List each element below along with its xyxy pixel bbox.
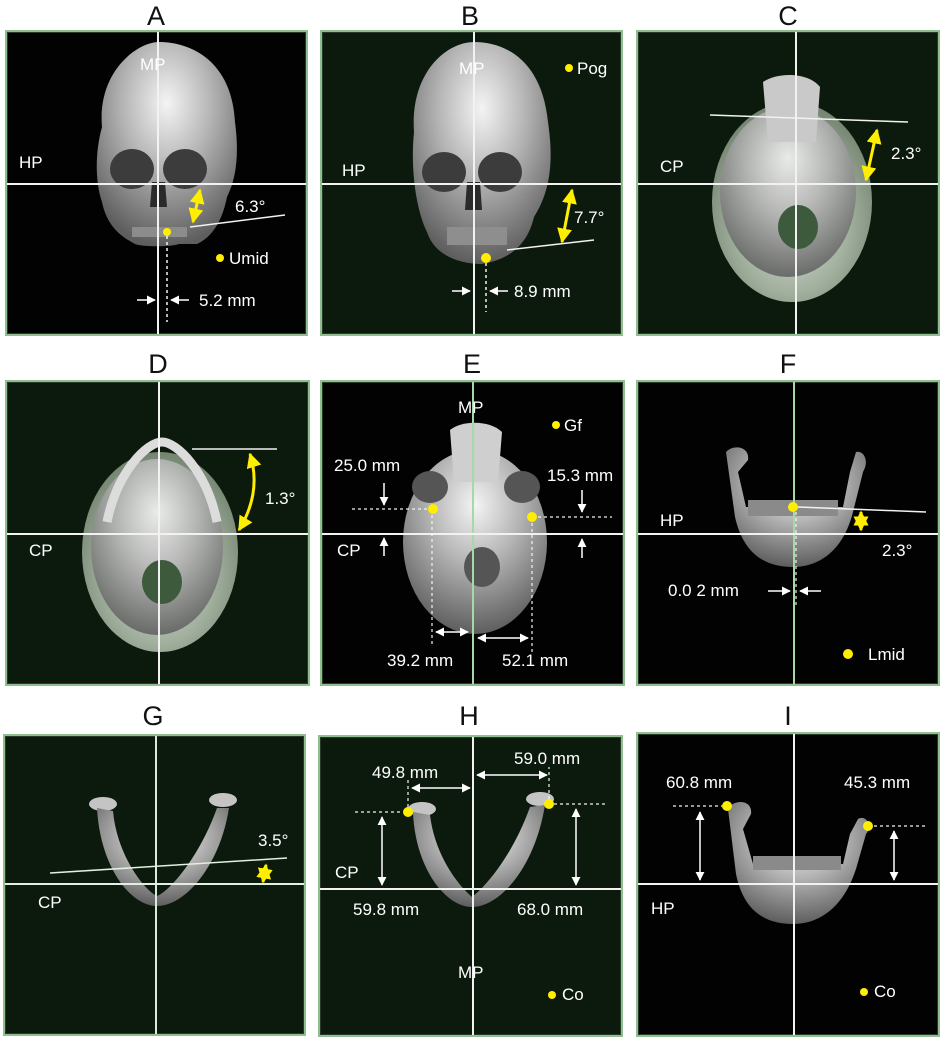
panel-g: CP 3.5° (3, 734, 306, 1036)
panel-a-graphic (7, 32, 306, 334)
cp-plane-label: CP (38, 893, 62, 912)
angle-label: 2.3° (891, 144, 922, 163)
panel-g-title: G (142, 701, 164, 731)
panel-b-title: B (460, 1, 479, 31)
angle-label: 6.3° (235, 197, 266, 216)
panel-b: MP HP 7.7° Pog 8.9 mm (320, 30, 623, 336)
landmark-legend-dot (552, 421, 560, 429)
distance-right-vertical: 45.3 mm (844, 773, 911, 792)
mp-plane-label: MP (458, 398, 484, 417)
skull-inferior-icon (403, 422, 547, 634)
panel-i-title: I (784, 701, 792, 731)
panel-d-graphic (7, 382, 308, 684)
skull-frontal-icon (96, 42, 237, 247)
distance-left-horizontal: 39.2 mm (387, 651, 454, 670)
skull-frontal-icon (412, 42, 551, 264)
skull-inferior-icon (712, 75, 872, 302)
hp-plane-label: HP (342, 161, 366, 180)
panel-h: CP MP 49.8 mm 59.0 mm 59.8 mm 68.0 mm Co (318, 735, 623, 1037)
hp-plane-label: HP (19, 153, 43, 172)
hp-plane-label: HP (651, 899, 675, 918)
panel-f-graphic (638, 382, 938, 684)
distance-label: 0.0 2 mm (668, 581, 739, 600)
distance-right-vertical: 15.3 mm (547, 466, 614, 485)
mp-plane-label: MP (459, 59, 485, 78)
hp-plane-label: HP (660, 511, 684, 530)
angle-label: 2.3° (882, 541, 913, 560)
panel-a-title: A (146, 1, 165, 31)
panel-d: CP 1.3° (5, 380, 310, 686)
cp-plane-label: CP (337, 541, 361, 560)
distance-left-vertical: 60.8 mm (666, 773, 733, 792)
cp-plane-label: CP (660, 157, 684, 176)
panel-c-title: C (778, 1, 798, 31)
landmark-legend-dot (860, 988, 868, 996)
mp-plane-label: MP (458, 963, 484, 982)
landmark-legend-dot (548, 991, 556, 999)
distance-right-vertical: 68.0 mm (517, 900, 584, 919)
angle-label: 1.3° (265, 489, 296, 508)
panel-i-graphic (638, 734, 938, 1035)
panel-g-graphic (5, 736, 304, 1034)
landmark-legend-dot (843, 649, 853, 659)
distance-left-vertical: 59.8 mm (353, 900, 420, 919)
mp-plane-label: MP (140, 55, 166, 74)
landmark-legend-dot (216, 254, 224, 262)
distance-right-horizontal: 59.0 mm (514, 749, 581, 768)
legend-label: Co (874, 982, 896, 1001)
panel-a: MP HP 6.3° Umid 5.2 mm (5, 30, 308, 336)
panel-h-title: H (459, 701, 479, 731)
distance-right-horizontal: 52.1 mm (502, 651, 569, 670)
panel-b-graphic (322, 32, 621, 334)
panel-c: CP 2.3° (636, 30, 940, 336)
panel-f-title: F (779, 349, 797, 379)
panel-c-graphic (638, 32, 938, 334)
mandible-frontal-icon (728, 802, 869, 924)
distance-left-vertical: 25.0 mm (334, 456, 401, 475)
angle-label: 7.7° (574, 208, 605, 227)
landmark-legend-dot (565, 64, 573, 72)
panel-e-title: E (462, 349, 481, 379)
legend-label: Umid (229, 249, 269, 268)
legend-label: Co (562, 985, 584, 1004)
legend-label: Pog (577, 59, 608, 78)
panel-f: HP 2.3° 0.0 2 mm Lmid (636, 380, 940, 686)
mandible-superior-icon (89, 793, 237, 906)
cp-plane-label: CP (335, 863, 359, 882)
cp-plane-label: CP (29, 541, 53, 560)
panel-h-graphic (320, 737, 621, 1035)
panel-e: MP CP Gf 25.0 mm 15.3 mm 39.2 mm 52.1 mm (320, 380, 625, 686)
distance-label: 8.9 mm (514, 282, 571, 301)
panel-d-title: D (148, 349, 168, 379)
legend-label: Lmid (868, 645, 905, 664)
distance-label: 5.2 mm (199, 291, 256, 310)
legend-label: Gf (564, 416, 582, 435)
panel-i: 60.8 mm 45.3 mm HP Co (636, 732, 940, 1037)
distance-left-horizontal: 49.8 mm (372, 763, 439, 782)
angle-label: 3.5° (258, 831, 289, 850)
panel-e-graphic (322, 382, 623, 684)
